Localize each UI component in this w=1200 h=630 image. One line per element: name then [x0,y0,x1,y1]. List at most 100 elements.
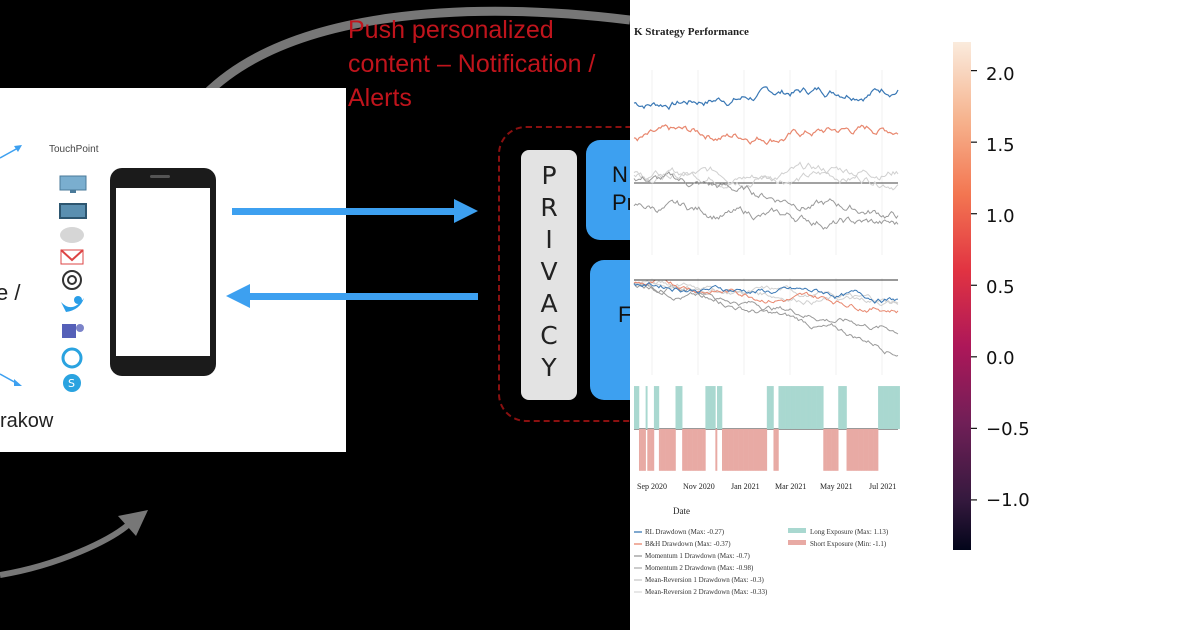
colorbar-tick-label: 2.0 [986,64,1015,85]
drawdown-line-bh [633,279,899,314]
blue-box-bottom-text: F [618,302,630,327]
privacy-letter: R [540,193,558,222]
short-exposure-bar [662,429,665,471]
drawdown-line-mr1 [633,280,899,307]
short-exposure-bar [735,429,738,471]
long-exposure-bar [770,386,773,429]
privacy-letter: C [540,321,558,350]
legend-swatch [788,540,806,545]
x-axis-label: Date [673,506,690,516]
long-exposure-bar [819,386,822,429]
short-exposure-bar [665,429,668,471]
long-exposure-bar [805,386,807,429]
blue-box-top-line-2: Pr [612,190,630,215]
short-exposure-bar [760,429,763,471]
privacy-letter: I [545,225,553,254]
x-tick-label: Nov 2020 [683,482,715,491]
long-exposure-bar [677,386,680,429]
colorbar-tick-label: 1.5 [986,135,1015,156]
short-exposure-bar [685,429,688,471]
long-exposure-bar [710,386,713,429]
x-tick-label: Jan 2021 [731,482,760,491]
short-exposure-bar [748,429,751,471]
chatbot-reply-line-1: Chatbot r [240,318,327,341]
short-exposure-bar [698,429,701,471]
short-exposure-bar [733,429,736,471]
long-exposure-bar [838,386,841,429]
chat-bubble-icon [60,227,84,243]
svg-text:S: S [68,377,75,390]
long-exposure-bar [786,386,789,429]
long-exposure-bar [717,386,719,429]
long-exposure-bar [720,386,723,429]
push-text-line-2: content – Notification / [348,50,596,78]
drawdown-line-mr2 [633,280,899,306]
legend-label: RL Drawdown (Max: -0.27) [645,528,725,536]
short-exposure-bar [765,429,768,471]
short-exposure-bar [648,429,651,471]
short-exposure-bar [776,429,779,471]
blue-box-bottom: F [590,260,630,400]
short-exposure-bar [848,429,851,471]
arrow-left-head [226,284,250,308]
long-exposure-bar [884,386,887,429]
x-tick-label: May 2021 [820,482,853,491]
long-exposure-bar [889,386,892,429]
skype-icon: S [63,374,81,392]
short-exposure-bar [668,429,671,471]
long-exposure-bar [813,386,816,429]
short-exposure-bar [647,429,650,471]
long-exposure-bar [844,386,847,429]
returns-line-m1 [633,171,899,220]
touchpoint-graphics: S [0,145,87,392]
long-exposure-bar [806,386,809,429]
long-exposure-bar [814,386,817,429]
long-exposure-bar [803,386,806,429]
long-exposure-bar [708,386,711,429]
legend-label: Momentum 2 Drawdown (Max: -0.98) [645,564,754,572]
short-exposure-bar [751,429,754,471]
short-exposure-bar [824,429,827,471]
long-exposure-bar [808,386,811,429]
short-exposure-bar [826,429,829,471]
long-exposure-bar [839,386,842,429]
chart-area [630,0,1200,630]
short-exposure-bar [849,429,852,471]
long-exposure-bar [678,386,681,429]
drawdown-line-rl [633,282,899,304]
short-exposure-bar [683,429,686,471]
short-exposure-bar [853,429,856,471]
short-exposure-bar [663,429,666,471]
gmail-icon [60,249,84,265]
short-exposure-bar [703,429,706,471]
long-exposure-bar [766,386,769,429]
colorbar [953,42,971,550]
long-exposure-bar [635,386,638,429]
short-exposure-bar [640,429,643,471]
short-exposure-bar [722,429,724,471]
short-exposure-bar [851,429,854,471]
long-exposure-bar [795,386,798,429]
short-exposure-bar [828,429,831,471]
short-exposure-bar [864,429,867,471]
x-tick-label: Sep 2020 [637,482,667,491]
short-exposure-bar [670,429,673,471]
long-exposure-bar [818,386,821,429]
diagram-area: Push personalized content – Notification… [0,6,630,578]
touchpoint-label: TouchPoint [49,144,99,155]
long-exposure-bar [680,386,683,429]
curved-arrow-bottom-head [118,510,148,536]
long-exposure-bar [637,386,640,429]
privacy-letters: P R I V A C Y [521,150,577,384]
long-exposure-bar [788,386,791,429]
short-exposure-bar [831,429,834,471]
long-exposure-bar [707,386,710,429]
small-arrow-top-head [14,145,22,152]
short-exposure-bar [682,429,685,471]
privacy-letter: Y [541,353,557,382]
privacy-dashed-box [498,126,630,422]
monitor-icon [59,203,87,219]
short-exposure-bar [693,429,696,471]
long-exposure-bar [798,386,801,429]
short-exposure-bar [836,429,839,471]
